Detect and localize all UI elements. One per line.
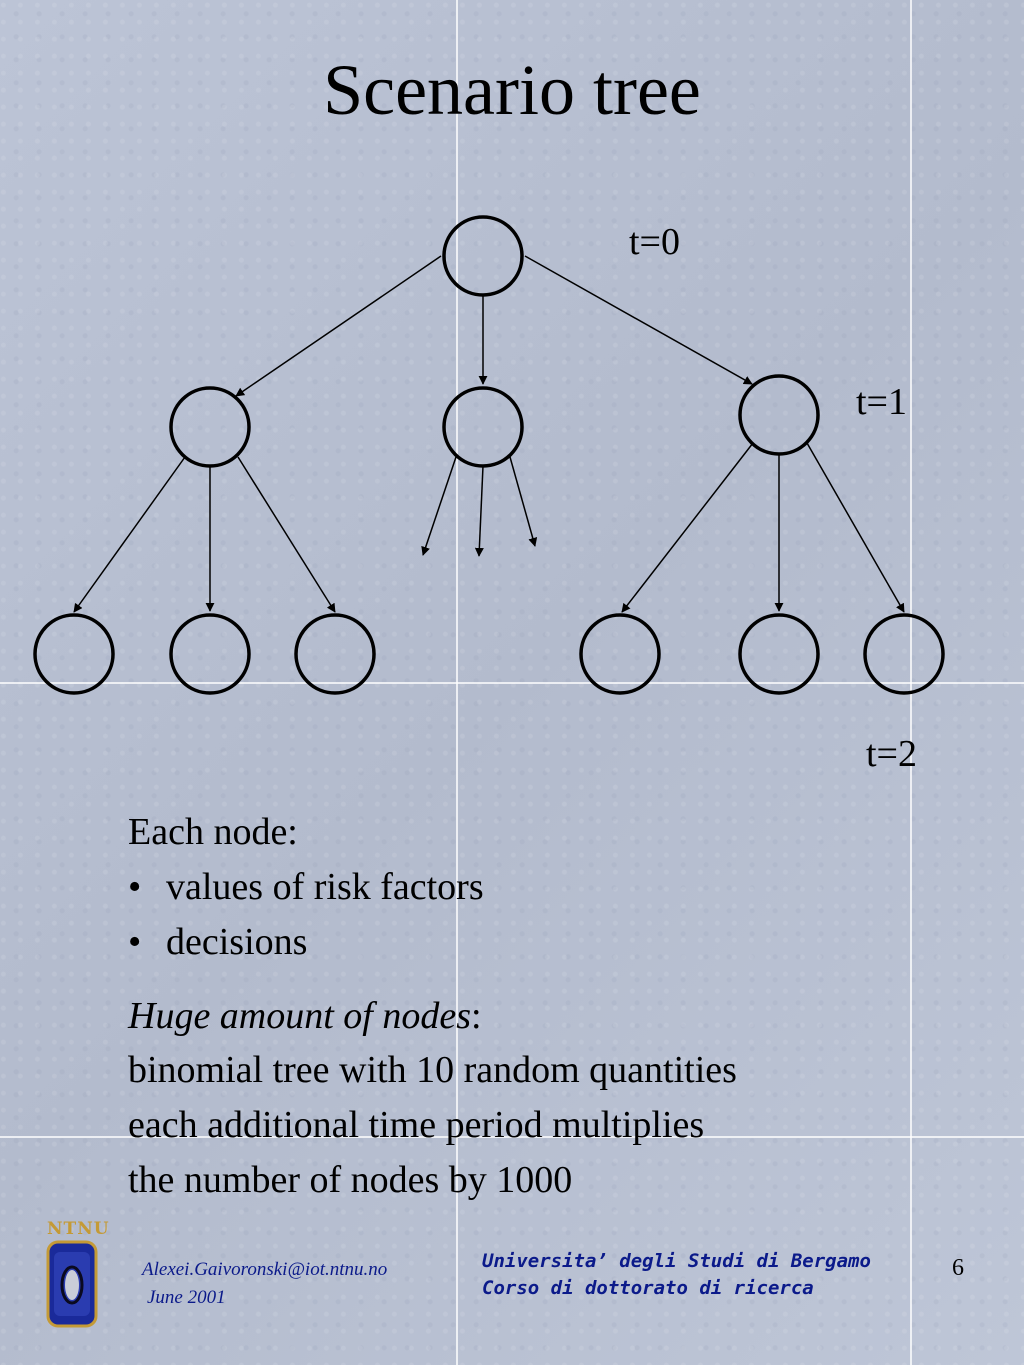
page-number: 6 [952, 1255, 964, 1281]
node-t2-6 [863, 613, 945, 695]
edge-root-left [235, 255, 442, 397]
edge-middle-child-1 [421, 456, 457, 556]
edge-root-right [524, 255, 753, 385]
body-heading-each-node: Each node: [128, 811, 298, 853]
time-label-t1: t=1 [856, 381, 907, 423]
ntnu-logo-text: NTNU [47, 1219, 110, 1239]
time-label-t2: t=2 [866, 733, 917, 775]
heading-suffix: : [471, 995, 482, 1037]
heading-italic-text: Huge amount of nodes [128, 995, 472, 1037]
edge-right-child-3 [806, 442, 905, 613]
bullet-icon: • [128, 866, 142, 908]
footer-university: Universita’ degli Studi di Bergamo [482, 1250, 871, 1272]
edge-left-child-1 [73, 456, 186, 613]
footer-course: Corso di dottorato di ricerca [482, 1277, 814, 1299]
body-line-number-of-nodes: the number of nodes by 1000 [128, 1159, 573, 1201]
node-t2-5 [738, 613, 820, 695]
grid-line-horizontal-top [0, 682, 1024, 684]
body-line-additional-period: each additional time period multiplies [128, 1104, 705, 1146]
bullet-text: values of risk factors [166, 866, 484, 908]
ntnu-logo-icon [46, 1240, 98, 1328]
grid-line-horizontal-bottom [0, 1136, 1024, 1138]
edge-right-child-1 [621, 442, 754, 613]
edge-middle-child-3 [509, 456, 538, 547]
node-t1-middle [442, 386, 524, 468]
node-t2-2 [169, 613, 251, 695]
footer-date: June 2001 [147, 1287, 226, 1308]
footer-email: Alexei.Gaivoronski@iot.ntnu.no [142, 1259, 388, 1280]
node-root [442, 215, 524, 297]
time-label-t0: t=0 [629, 221, 680, 263]
node-t1-right [738, 374, 820, 456]
scenario-tree-diagram [33, 215, 945, 695]
bullet-item-decisions: • decisions [128, 920, 307, 964]
node-t2-3 [294, 613, 376, 695]
edge-left-child-3 [237, 456, 336, 613]
bullet-text: decisions [166, 921, 308, 963]
edge-middle-child-2 [474, 465, 484, 557]
bullet-icon: • [128, 921, 142, 963]
node-t1-left [169, 386, 251, 468]
node-t2-1 [33, 613, 115, 695]
body-heading-huge-amount: Huge amount of nodes: [128, 994, 482, 1038]
slide-title: Scenario tree [323, 50, 701, 130]
bullet-item-risk-factors: • values of risk factors [128, 865, 484, 909]
body-line-binomial: binomial tree with 10 random quantities [128, 1049, 737, 1091]
node-t2-4 [579, 613, 661, 695]
